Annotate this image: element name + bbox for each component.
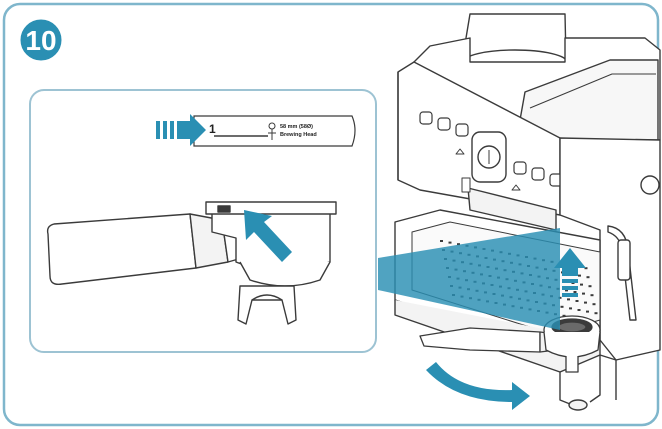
arrow-rotate-icon (426, 362, 530, 410)
drip-hole (586, 310, 589, 313)
drip-hole (578, 274, 581, 277)
drip-hole (562, 314, 566, 317)
drip-hole (573, 291, 577, 293)
drip-hole (584, 301, 587, 304)
label-line-2: Brewing Head (280, 132, 317, 138)
arrow-right-icon (156, 114, 206, 146)
panel-buttons (419, 111, 563, 187)
drip-hole (592, 303, 596, 306)
arrow-up-icon (554, 248, 586, 297)
drip-hole (565, 289, 568, 292)
step-number: 10 (25, 25, 56, 56)
drip-hole (440, 240, 443, 242)
steam-wand (607, 225, 637, 321)
label-symbol-icon (268, 122, 276, 140)
drip-hole (567, 298, 570, 301)
drip-hole (577, 309, 581, 311)
drip-hole (448, 241, 452, 244)
machine-side (559, 137, 661, 361)
drip-hole (590, 294, 594, 297)
drip-hole (584, 267, 588, 270)
drip-hole (457, 243, 460, 246)
drip-hole (580, 283, 583, 286)
drip-hole (594, 312, 598, 315)
callout-wedge (378, 228, 560, 330)
drip-hole (560, 305, 564, 308)
drip-hole (588, 285, 592, 288)
drip-hole (586, 276, 590, 279)
label-line-1: 58 mm (58Ø) (280, 124, 313, 130)
arrow-diagonal-icon (244, 210, 292, 262)
step-badge-icon: 10 (17, 16, 65, 64)
drip-hole (582, 292, 585, 295)
label-marker: 1 (209, 122, 216, 136)
portafilter-small (419, 315, 601, 373)
drip-hole (569, 307, 572, 310)
label-plate (193, 115, 356, 147)
drip-hole (575, 300, 579, 302)
